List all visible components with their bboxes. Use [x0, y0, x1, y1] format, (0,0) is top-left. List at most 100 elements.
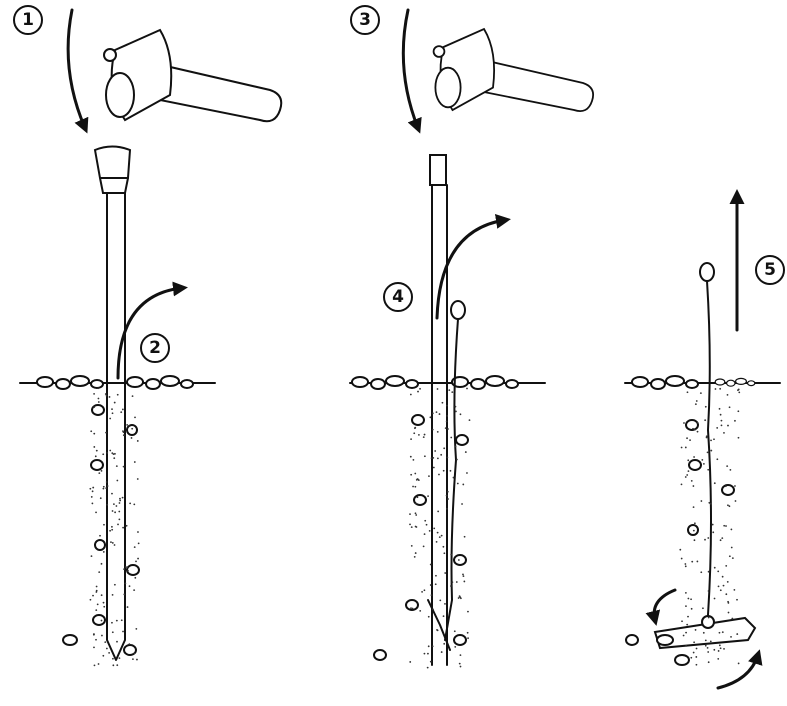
rotate-anchor-arrow-icon — [716, 649, 763, 690]
soil-speck — [459, 665, 462, 668]
step-5-badge — [755, 255, 785, 285]
soil-speck — [718, 644, 721, 647]
soil-speck — [130, 437, 133, 439]
soil-speck — [111, 412, 114, 415]
soil-speck — [444, 572, 447, 574]
soil-speck — [92, 486, 95, 489]
soil-speck — [102, 485, 105, 488]
soil-speck — [109, 417, 112, 420]
soil-speck — [133, 461, 136, 463]
soil-speck — [427, 615, 430, 618]
soil-speck — [714, 388, 717, 390]
soil-speck — [679, 548, 682, 551]
soil-speck — [718, 631, 721, 634]
soil-speck — [692, 427, 694, 430]
soil-speck — [704, 419, 707, 422]
soil-speck — [129, 502, 132, 505]
soil-speck — [431, 428, 434, 431]
soil-speck — [734, 485, 736, 487]
soil-speck — [120, 619, 123, 622]
anchor-plate-end — [656, 634, 674, 646]
soil-speck — [92, 594, 94, 597]
soil-speck — [458, 662, 461, 665]
soil-speck — [136, 658, 138, 661]
soil-speck — [462, 483, 465, 486]
soil-speck — [719, 539, 722, 542]
soil-speck — [117, 523, 119, 526]
soil-speck — [120, 411, 123, 414]
soil-speck — [93, 406, 96, 409]
soil-speck — [680, 557, 683, 560]
soil-speck — [438, 473, 440, 476]
soil-speck — [410, 544, 413, 547]
soil-speck — [713, 648, 716, 651]
soil-speck — [457, 559, 460, 561]
soil-speck — [100, 594, 103, 597]
soil-speck — [717, 650, 720, 652]
soil-speck — [416, 478, 419, 481]
soil-speck — [691, 560, 694, 563]
soil-speck — [713, 597, 716, 600]
surface-stones — [126, 375, 194, 390]
soil-speck — [115, 465, 118, 468]
soil-speck — [106, 451, 109, 454]
step-2-badge — [140, 333, 170, 363]
soil-speck — [409, 523, 411, 526]
soil-speck — [690, 607, 693, 610]
soil-speck — [95, 449, 98, 452]
soil-speck — [717, 585, 720, 588]
soil-speck — [718, 407, 721, 410]
soil-speck — [417, 390, 419, 393]
soil-speck — [737, 662, 740, 665]
soil-speck — [684, 565, 687, 568]
soil-speck — [102, 551, 105, 553]
soil-speck — [694, 629, 697, 631]
soil-speck — [113, 401, 116, 404]
soil-speck — [466, 631, 469, 634]
soil-speck — [97, 387, 100, 390]
drive-rod — [106, 192, 126, 661]
soil-speck — [90, 555, 93, 558]
cable-loop — [450, 300, 466, 320]
soil-speck — [683, 422, 685, 424]
soil-speck — [119, 497, 121, 500]
soil-speck — [686, 437, 688, 440]
soil-speck — [440, 651, 443, 653]
anchor-head — [427, 599, 451, 651]
soil-speck — [111, 510, 114, 512]
surface-stones — [451, 375, 519, 390]
soil-speck — [422, 545, 425, 548]
soil-speck — [723, 647, 725, 650]
soil-speck — [113, 583, 116, 586]
soil-speck — [126, 424, 129, 426]
soil-speck — [118, 518, 121, 521]
soil-speck — [103, 605, 106, 608]
soil-speck — [710, 449, 713, 452]
soil-speck — [454, 445, 457, 448]
soil-speck — [716, 458, 719, 461]
soil-speck — [704, 644, 707, 647]
soil-speck — [428, 475, 430, 478]
soil-speck — [728, 505, 731, 508]
soil-speck — [437, 510, 440, 513]
soil-speck — [704, 405, 707, 408]
soil-speck — [680, 446, 683, 449]
soil-speck — [459, 413, 462, 416]
soil-speck — [686, 623, 689, 626]
soil-speck — [410, 473, 413, 476]
soil-speck — [97, 397, 100, 400]
soil-speck — [414, 485, 417, 488]
soil-speck — [731, 617, 734, 620]
soil-speck — [709, 640, 712, 643]
soil-speck — [112, 453, 115, 455]
soil-speck — [122, 434, 125, 437]
soil-speck — [100, 469, 103, 472]
soil-speck — [705, 436, 708, 439]
soil-speck — [717, 657, 720, 660]
soil-speck — [727, 602, 730, 604]
soil-speck — [727, 504, 729, 507]
soil-speck — [95, 589, 98, 592]
soil-speck — [687, 615, 689, 618]
soil-speck — [717, 570, 720, 573]
soil-speck — [694, 403, 697, 406]
